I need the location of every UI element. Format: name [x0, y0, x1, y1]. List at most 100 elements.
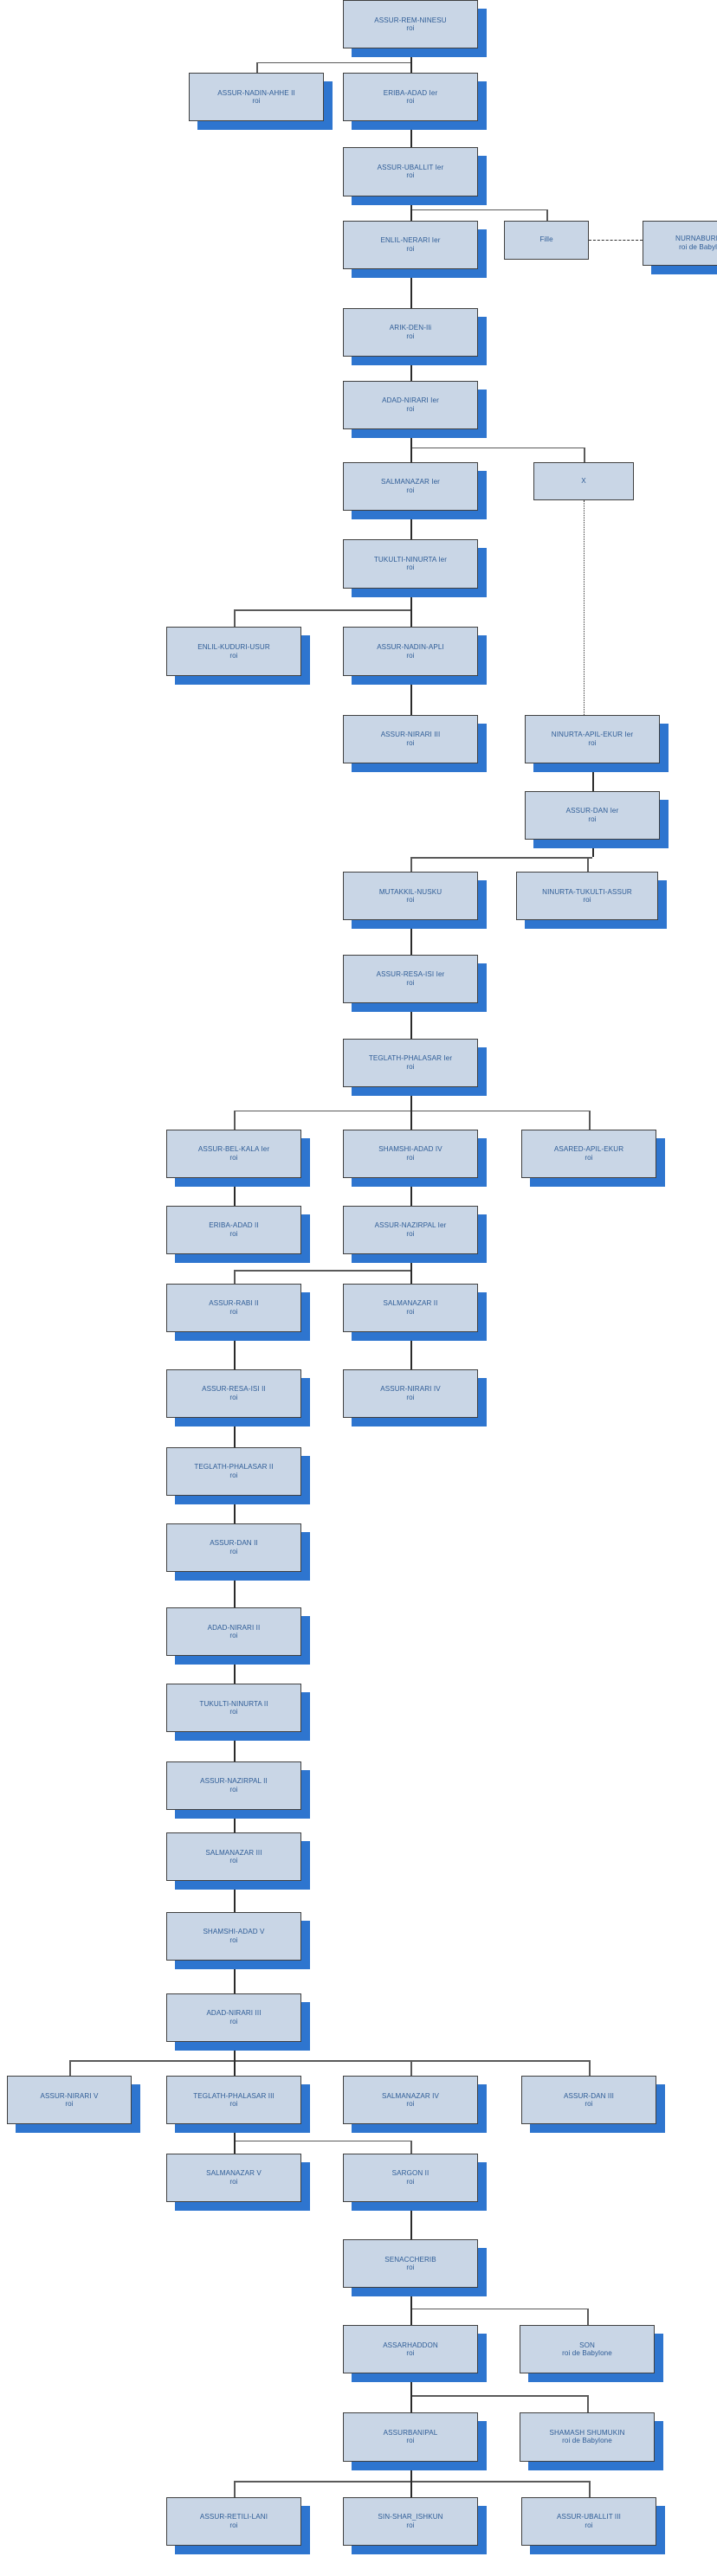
person-title: roi de Babylone	[562, 2349, 612, 2358]
child-connector	[234, 1270, 236, 1284]
descent-connector	[234, 1732, 236, 1761]
child-connector	[410, 1110, 412, 1130]
person-name: SHAMSHI-ADAD IV	[378, 1145, 442, 1154]
person-title: roi	[406, 651, 415, 660]
person-title: roi	[229, 1708, 238, 1716]
person-name: ASARED-APIL-EKUR	[553, 1145, 624, 1154]
person-title: roi de Babylone	[679, 242, 717, 251]
person-title: roi	[585, 2100, 593, 2109]
person-title: roi	[229, 1936, 238, 1945]
person-name: ADAD-NIRARI II	[207, 1623, 261, 1632]
descent-connector	[410, 2373, 412, 2396]
person-name: SALMANAZAR III	[205, 1848, 262, 1857]
person-title: roi	[229, 1547, 238, 1555]
person-name: SIN-SHAR_ISHKUN	[378, 2513, 443, 2521]
person-title: roi	[585, 2521, 593, 2529]
child-connector	[410, 609, 412, 628]
child-connector	[587, 2308, 589, 2326]
descent-connector	[234, 1495, 236, 1523]
descent-connector	[234, 1961, 236, 1993]
person-node-x-node[interactable]: X	[533, 461, 634, 501]
person-title: roi de Babylone	[562, 2437, 612, 2445]
person-name: ASSUR-RETILI-LANI	[199, 2513, 268, 2521]
child-connector	[234, 2060, 236, 2077]
descent-connector	[410, 1087, 412, 1111]
person-node-fille[interactable]: Fille	[504, 220, 589, 260]
descent-connector	[410, 1331, 412, 1369]
person-name: TEGLATH-PHALASAR III	[193, 2091, 275, 2100]
person-title: roi	[406, 171, 415, 180]
person-name: NINURTA-APIL-EKUR Ier	[551, 731, 634, 739]
person-name: ASSUR-DAN II	[210, 1539, 258, 1548]
person-node-nurnaburiash[interactable]: NURNABURIASHroi de Babylone	[643, 220, 717, 274]
descent-connector	[234, 1656, 236, 1684]
person-title: roi	[588, 815, 597, 823]
child-connector	[410, 447, 412, 462]
person-name: ARIK-DEN-Ili	[389, 324, 432, 332]
descent-connector	[234, 1810, 236, 1833]
person-title: roi	[406, 564, 415, 572]
